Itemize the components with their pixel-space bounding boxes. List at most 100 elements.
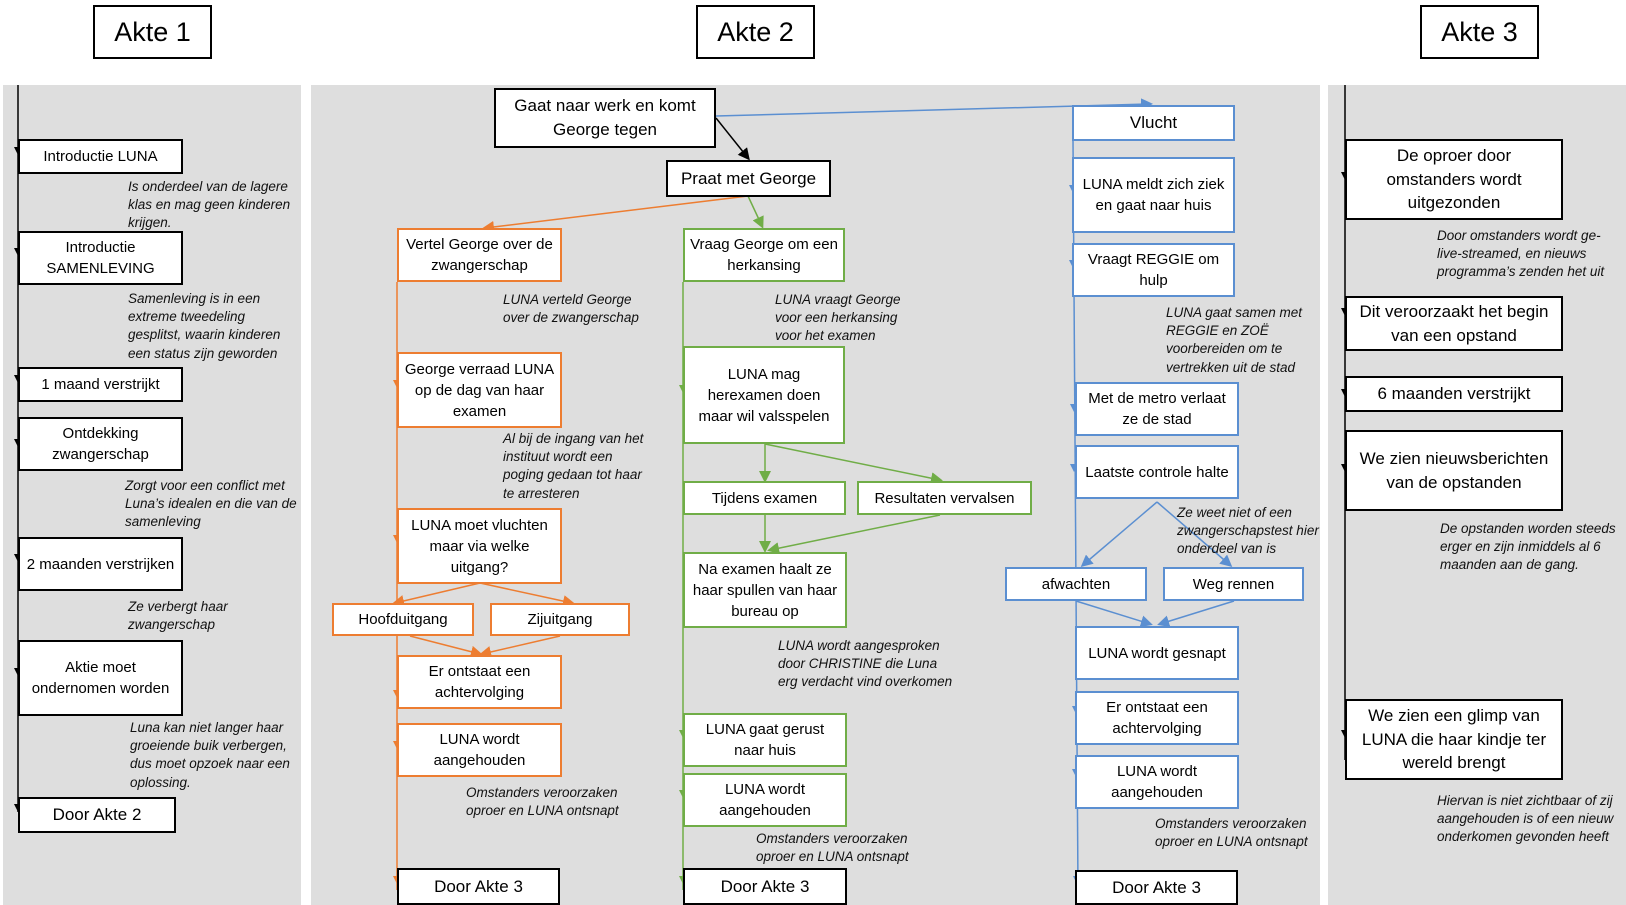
box-label: Aktie moet ondernomen worden: [31, 659, 170, 697]
blue-box-weg-rennen: Weg rennen: [1163, 567, 1304, 601]
akte1-note: Ze verbergt haar zwangerschap: [128, 599, 228, 633]
box-label: George verraad LUNA op de dag van haar e…: [404, 360, 555, 420]
akte3-box-opstand: Dit veroorzaakt het begin van een opstan…: [1345, 296, 1563, 351]
box-label: Vraagt REGGIE om hulp: [1087, 251, 1220, 289]
box-label: Weg rennen: [1192, 575, 1275, 593]
box-label: Introductie SAMENLEVING: [46, 239, 155, 277]
akte1-note: Zorgt voor een conflict met Luna’s ideal…: [125, 478, 297, 530]
green-box-herexamen: LUNA mag herexamen doen maar wil valsspe…: [683, 346, 845, 444]
laatste-to-weg-arrow: [1156, 501, 1233, 567]
orange-note: LUNA verteld George over de zwangerschap: [503, 292, 639, 326]
akte1-box-door-akte2: Door Akte 2: [18, 797, 176, 833]
box-label: LUNA moet vluchten maar via welke uitgan…: [411, 516, 548, 576]
akte2-box-start: Gaat naar werk en komt George tegen: [494, 88, 716, 148]
box-label: Vlucht: [1129, 113, 1178, 133]
box-label: 1 maand verstrijkt: [41, 376, 160, 393]
green-box-vraag: Vraag George om een herkansing: [683, 228, 845, 282]
box-label: LUNA wordt aangehouden: [719, 781, 811, 819]
box-label: 6 maanden verstrijkt: [1377, 384, 1531, 404]
akte3-note: Door omstanders wordt ge-live-streamed, …: [1437, 228, 1605, 280]
box-label: LUNA meldt zich ziek en gaat naar huis: [1082, 176, 1225, 214]
akte1-box-2-maanden: 2 maanden verstrijken: [18, 537, 183, 591]
box-label: Tijdens examen: [711, 489, 818, 507]
orange-box-hoofduitgang: Hoofduitgang: [332, 603, 474, 636]
blue-note: Ze weet niet of een zwangerschapstest hi…: [1177, 505, 1319, 557]
akte3-box-6-maanden: 6 maanden verstrijkt: [1345, 376, 1563, 412]
orange-note: Al bij de ingang van het instituut wordt…: [503, 431, 644, 501]
akte3-header: Akte 3: [1420, 5, 1539, 59]
box-label: Ontdekking zwangerschap: [52, 425, 149, 463]
box-label: Dit veroorzaakt het begin van een opstan…: [1359, 301, 1549, 345]
blue-box-door-akte3: Door Akte 3: [1075, 870, 1238, 905]
green-box-door-akte3: Door Akte 3: [683, 868, 847, 905]
box-label: Zijuitgang: [527, 611, 593, 628]
akte1-note: Luna kan niet langer haar groeiende buik…: [130, 720, 290, 790]
box-label: Door Akte 3: [434, 876, 523, 896]
vlucht-to-zij-arrow: [479, 582, 575, 607]
orange-box-zijuitgang: Zijuitgang: [490, 603, 630, 636]
box-label: Er ontstaat een achtervolging: [428, 663, 531, 701]
akte1-note: Samenleving is in een extreme tweedeling…: [128, 291, 281, 361]
laatste-to-afwachten-arrow: [1080, 501, 1158, 567]
green-box-na-examen: Na examen haalt ze haar spullen van haar…: [683, 552, 847, 628]
akte1-panel: [3, 85, 301, 905]
box-label: afwachten: [1041, 575, 1111, 593]
box-label: De oproer door omstanders wordt uitgezon…: [1386, 145, 1522, 213]
box-label: We zien een glimp van LUNA die haar kind…: [1361, 705, 1547, 773]
box-label: Gaat naar werk en komt George tegen: [514, 96, 696, 139]
orange-box-door-akte3: Door Akte 3: [397, 868, 560, 905]
green-box-aangehouden: LUNA wordt aangehouden: [683, 773, 847, 827]
blue-box-ziek: LUNA meldt zich ziek en gaat naar huis: [1072, 157, 1235, 233]
green-box-tijdens: Tijdens examen: [683, 481, 846, 515]
box-label: Door Akte 3: [1112, 877, 1201, 897]
box-label: Na examen haalt ze haar spullen van haar…: [692, 560, 838, 620]
box-label: LUNA wordt aangehouden: [433, 731, 526, 769]
blue-box-afwachten: afwachten: [1005, 567, 1147, 601]
herexamen-to-resultaten-arrow: [764, 443, 943, 485]
box-label: Laatste controle halte: [1085, 463, 1229, 481]
box-label: Vertel George over de zwangerschap: [406, 236, 553, 274]
box-label: Hoofduitgang: [358, 611, 448, 628]
orange-box-vertel: Vertel George over de zwangerschap: [397, 228, 562, 282]
orange-note: Omstanders veroorzaken oproer en LUNA on…: [466, 785, 619, 819]
green-box-resultaten: Resultaten vervalsen: [857, 481, 1032, 515]
resultaten-to-na-arrow: [767, 514, 941, 555]
blue-box-aangehouden: LUNA wordt aangehouden: [1075, 755, 1239, 809]
zij-to-achter-arrow: [479, 635, 561, 658]
box-label: Met de metro verlaat ze de stad: [1088, 390, 1226, 428]
box-label: LUNA gaat gerust naar huis: [705, 721, 825, 759]
akte2-box-praat: Praat met George: [666, 160, 831, 197]
blue-box-laatste-controle: Laatste controle halte: [1075, 445, 1239, 499]
akte1-box-introductie-luna: Introductie LUNA: [18, 139, 183, 174]
akte1-note: Is onderdeel van de lagere klas en mag g…: [128, 179, 291, 231]
blue-box-metro: Met de metro verlaat ze de stad: [1075, 382, 1239, 436]
box-label: Er ontstaat een achtervolging: [1106, 699, 1208, 737]
blue-note: Omstanders veroorzaken oproer en LUNA on…: [1155, 816, 1308, 850]
akte3-note: Hiervan is niet zichtbaar of zij aangeho…: [1437, 793, 1614, 845]
hoofd-to-achter-arrow: [409, 635, 483, 658]
akte1-header: Akte 1: [93, 5, 212, 59]
orange-box-aangehouden: LUNA wordt aangehouden: [397, 723, 562, 777]
box-label: LUNA mag herexamen doen maar wil valsspe…: [698, 365, 830, 425]
akte3-note: De opstanden worden steeds erger en zijn…: [1440, 521, 1616, 573]
blue-box-vlucht: Vlucht: [1072, 105, 1235, 141]
green-box-gerust: LUNA gaat gerust naar huis: [683, 713, 847, 767]
akte1-box-aktie: Aktie moet ondernomen worden: [18, 640, 183, 716]
green-note: Omstanders veroorzaken oproer en LUNA on…: [756, 831, 909, 865]
box-label: Vraag George om een herkansing: [690, 236, 838, 274]
box-label: LUNA wordt aangehouden: [1111, 763, 1203, 801]
green-note: LUNA wordt aangesproken door CHRISTINE d…: [778, 638, 953, 690]
orange-box-vluchten: LUNA moet vluchten maar via welke uitgan…: [397, 508, 562, 584]
akte3-box-nieuwsberichten: We zien nieuwsberichten van de opstanden: [1345, 430, 1563, 511]
box-label: Introductie LUNA: [43, 148, 158, 165]
box-label: LUNA wordt gesnapt: [1088, 644, 1226, 662]
blue-box-reggie: Vraagt REGGIE om hulp: [1072, 243, 1235, 297]
box-label: Door Akte 3: [720, 876, 810, 896]
akte1-box-ontdekking: Ontdekking zwangerschap: [18, 417, 183, 471]
akte2-header: Akte 2: [696, 5, 815, 59]
orange-box-achtervolging: Er ontstaat een achtervolging: [397, 655, 562, 709]
orange-box-verraad: George verraad LUNA op de dag van haar e…: [397, 352, 562, 428]
akte3-box-glimp: We zien een glimp van LUNA die haar kind…: [1345, 699, 1563, 780]
box-label: 2 maanden verstrijken: [26, 555, 175, 573]
